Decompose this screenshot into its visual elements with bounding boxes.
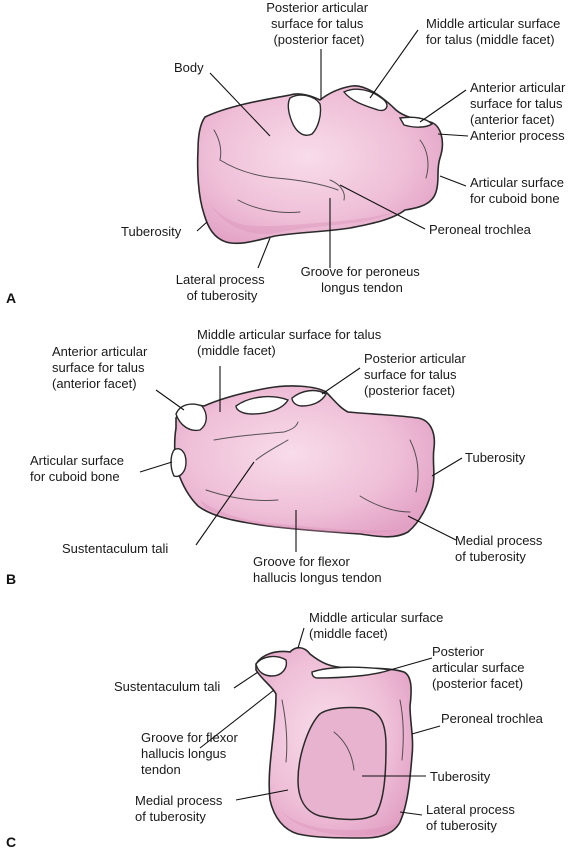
label-medial-process: Medial process of tuberosity — [135, 793, 226, 824]
panel-a-labels: Posterior articular surface for talus (p… — [6, 0, 569, 306]
panel-b: Middle articular surface for talus (midd… — [6, 327, 546, 587]
label-peroneal-trochlea: Peroneal trochlea — [441, 711, 544, 726]
label-tuberosity: Tuberosity — [465, 450, 526, 465]
label-tuberosity: Tuberosity — [121, 224, 182, 239]
label-sustentaculum-tali: Sustentaculum tali — [114, 679, 220, 694]
label-posterior-articular-surface: Posterior articular surface (posterior f… — [432, 644, 528, 691]
panel-a-leaders — [196, 29, 469, 269]
panel-c: Middle articular surface (middle facet) … — [6, 610, 544, 850]
label-middle-articular-surface: Middle articular surface for talus (midd… — [197, 327, 385, 358]
label-posterior-articular-surface: Posterior articular surface for talus (p… — [266, 0, 372, 47]
label-anterior-articular-surface: Anterior articular surface for talus (an… — [52, 344, 151, 391]
panel-c-leaders — [199, 627, 441, 816]
panel-letter-b: B — [6, 571, 16, 587]
panel-c-labels: Middle articular surface (middle facet) … — [6, 610, 544, 850]
panel-b-labels: Middle articular surface for talus (midd… — [6, 327, 546, 587]
calcaneus-lateral-view — [196, 85, 444, 245]
panel-b-leaders — [139, 366, 463, 552]
label-sustentaculum-tali: Sustentaculum tali — [62, 541, 168, 556]
label-body: Body — [174, 60, 204, 75]
calcaneus-medial-view — [170, 385, 436, 538]
calcaneus-posterior-view — [255, 646, 414, 839]
label-anterior-process: Anterior process — [470, 128, 565, 143]
label-peroneal-trochlea: Peroneal trochlea — [429, 222, 532, 237]
label-anterior-articular-surface: Anterior articular surface for talus (an… — [470, 80, 569, 127]
label-groove-peroneus: Groove for peroneus longus tendon — [301, 264, 424, 295]
panel-a: Posterior articular surface for talus (p… — [6, 0, 569, 306]
label-medial-process: Medial process of tuberosity — [455, 533, 546, 564]
panel-letter-c: C — [6, 834, 16, 850]
label-lateral-process: Lateral process of tuberosity — [176, 272, 269, 303]
label-middle-articular-surface: Middle articular surface (middle facet) — [309, 610, 447, 641]
label-groove-flexor: Groove for flexor hallucis longus tendon — [253, 554, 382, 585]
panel-letter-a: A — [6, 290, 16, 306]
label-posterior-articular-surface: Posterior articular surface for talus (p… — [364, 351, 470, 398]
label-groove-flexor: Groove for flexor hallucis longus tendon — [141, 730, 241, 777]
label-articular-surface-cuboid: Articular surface for cuboid bone — [470, 175, 568, 206]
label-middle-articular-surface: Middle articular surface for talus (midd… — [426, 16, 564, 47]
label-lateral-process: Lateral process of tuberosity — [426, 802, 519, 833]
label-articular-surface-cuboid: Articular surface for cuboid bone — [30, 453, 128, 484]
label-tuberosity: Tuberosity — [430, 769, 491, 784]
